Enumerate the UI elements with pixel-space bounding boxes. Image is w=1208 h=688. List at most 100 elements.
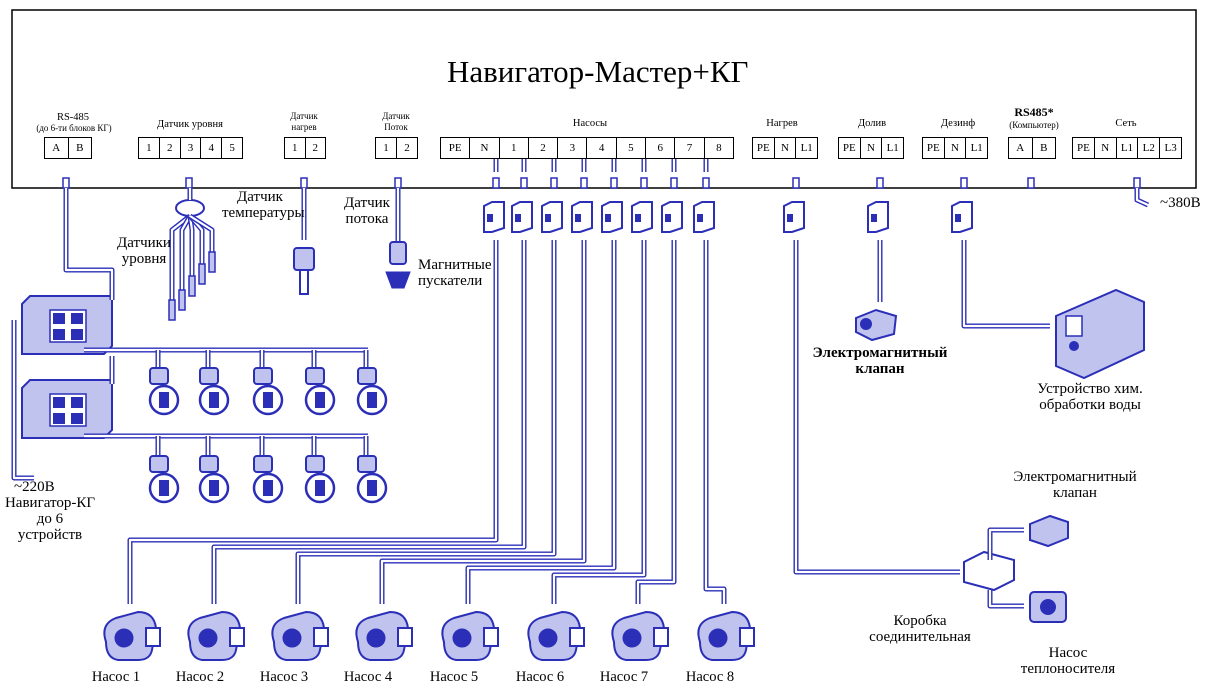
pump-wire-8 (703, 240, 727, 604)
topup-starter-lever (871, 214, 877, 222)
starters-label: Магнитные пускатели (418, 257, 492, 290)
terminal-pin: PE (753, 138, 775, 158)
junction-to-pump-wire-core (988, 590, 1024, 608)
v220-label: ~220В (14, 479, 55, 495)
terminal-pin: B (76, 142, 84, 154)
valve-topup-line2: клапан (855, 360, 905, 377)
terminal-pin: 1 (139, 138, 160, 158)
topup-starter (867, 201, 889, 233)
terminal-pin: L1 (800, 142, 813, 154)
valve-icon-1-3-core (263, 392, 273, 408)
valve-heat-line1: Электромагнитный (1013, 469, 1137, 485)
valve-icon-1-3 (253, 367, 273, 385)
terminal-pin: L2 (1138, 138, 1161, 158)
terminal-pin: B (1040, 142, 1048, 154)
chem-line1: Устройство хим. (1037, 381, 1143, 397)
valve-icon-2-2 (199, 455, 219, 473)
navigator-kg-button-icon (53, 313, 65, 324)
level-sensors-line2: уровня (121, 250, 167, 267)
navigator-kg-line3: устройств (17, 526, 83, 543)
flow-sensor-paddle-icon (385, 271, 411, 289)
flow-sensor-line2: потока (345, 210, 389, 227)
pump-wire-6-core (552, 240, 646, 604)
pump-starter-5-lever (605, 214, 611, 222)
disinf-starter-lever (955, 214, 961, 222)
pump-starter-7-lever (665, 214, 671, 222)
pump-gland-2 (520, 177, 528, 189)
valve-icon-2-3-core (263, 480, 273, 496)
valve-icon-1-4-core (315, 392, 325, 408)
valve-icon-2-4-core (315, 480, 325, 496)
rs485pc-subheader: (Компьютер) (1009, 120, 1059, 130)
disinf-starter (951, 201, 973, 233)
terminal-pin: 2 (312, 142, 319, 154)
navigator-kg-button-icon (53, 329, 65, 340)
pump-wire-3-core (296, 240, 556, 604)
terminal-pin: N (470, 138, 500, 158)
pump-gland-7 (670, 177, 678, 189)
heat-pump-hub-icon (1040, 599, 1056, 615)
terminal-pin: 2 (529, 138, 559, 158)
pump-label-7: Насос 7 (599, 669, 649, 685)
valve-icon-1-5-core (367, 392, 377, 408)
terminal-pin: N (861, 138, 883, 158)
terminal-pin: PE (839, 138, 861, 158)
level-sensor-wire-5-core (189, 215, 214, 252)
pump-icon-2-flange (229, 627, 245, 647)
junction-to-pump-wire (987, 590, 1024, 609)
terminal-pin: L3 (1164, 142, 1177, 154)
pump-starter-1-lever (487, 214, 493, 222)
chem-label: Устройство хим. обработки воды (1030, 381, 1150, 414)
terminal-pin: 3 (181, 138, 202, 158)
heat-pump-line2: теплоносителя (1020, 660, 1116, 677)
flow-sensor-label: Датчик потока (336, 195, 398, 228)
flow-stub (394, 177, 402, 189)
mains-stub (1133, 177, 1141, 189)
topup-valve-icon (855, 308, 898, 342)
pump-wire-2 (211, 240, 527, 604)
level-sensor-probe-icon (198, 263, 206, 285)
valve-icon-1-5 (357, 367, 377, 385)
level-stub (185, 177, 193, 189)
pump-icon-6-hub (538, 628, 558, 648)
pump-gland-5 (610, 177, 618, 189)
pump-label-3: Насос 3 (259, 669, 309, 685)
pump-icon-5-hub (452, 628, 472, 648)
heating-starter (783, 201, 805, 233)
terminal-pin: PE (441, 138, 471, 158)
junction-line1: Коробка (893, 613, 947, 629)
level-sensor-wire-2-core (180, 215, 191, 290)
pump-icon-1-hub (114, 628, 134, 648)
temp-sensor-line2: температуры (222, 204, 305, 221)
flow-sensor-icon (389, 241, 407, 265)
disinf-stub (960, 177, 968, 189)
chem-unit-icon (1055, 288, 1145, 380)
pump-label-1: Насос 1 (91, 669, 141, 685)
sensor-hub-icon (175, 199, 205, 217)
chem-unit-display-icon (1065, 315, 1083, 337)
level-sensor-probe-icon (178, 289, 186, 311)
valve-icon-2-2-core (209, 480, 219, 496)
starters-line2: пускатели (418, 272, 483, 289)
terminal-pin: N (1095, 138, 1117, 158)
pump-label-6: Насос 6 (515, 669, 565, 685)
valve-icon-1-4 (305, 367, 325, 385)
disinf-wire (961, 240, 1050, 329)
valve-heat-line2: клапан (1053, 484, 1097, 501)
rs485pc-header: RS485* (1014, 105, 1054, 119)
pump-starter-5 (601, 201, 623, 233)
pumps-header: Насосы (572, 118, 608, 129)
pump-starter-6-lever (635, 214, 641, 222)
level-sensor-probe-icon (168, 299, 176, 321)
terminal-pin: 4 (201, 138, 223, 158)
valve-icon-2-5-core (367, 480, 377, 496)
heat-valve-icon (1029, 514, 1069, 548)
pump-starter-1 (483, 201, 505, 233)
pump-gland-3 (550, 177, 558, 189)
pump-starter-3 (541, 201, 563, 233)
pump-gland-8 (702, 177, 710, 189)
terminal-pin: PE (1073, 138, 1095, 158)
